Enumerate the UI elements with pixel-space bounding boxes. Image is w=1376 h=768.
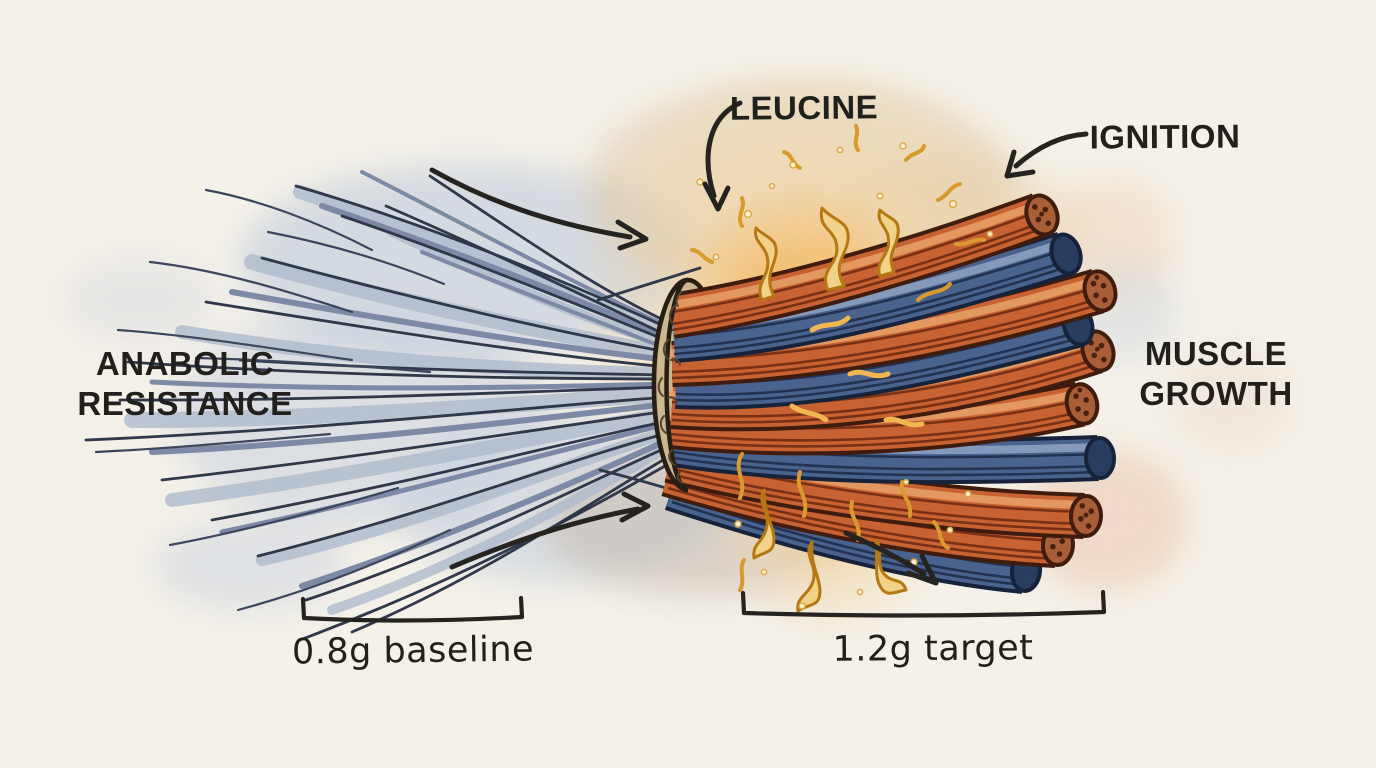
- muscle-growth-line2: GROWTH: [1139, 375, 1293, 412]
- anabolic-resistance-label: ANABOLIC RESISTANCE: [60, 344, 310, 424]
- ignition-label: IGNITION: [1065, 116, 1265, 157]
- anabolic-resistance-line1: ANABOLIC: [95, 345, 275, 382]
- muscle-growth-label: MUSCLE GROWTH: [1116, 334, 1316, 414]
- target-amount-text: 1.2g target: [832, 628, 1034, 670]
- target-amount-label: 1.2g target: [783, 628, 1083, 670]
- leucine-label: LEUCINE: [704, 87, 904, 129]
- muscle-growth-line1: MUSCLE: [1144, 335, 1288, 372]
- anabolic-resistance-line2: RESISTANCE: [77, 385, 293, 422]
- baseline-amount-label: 0.8g baseline: [263, 629, 563, 673]
- ignition-label-text: IGNITION: [1089, 117, 1241, 156]
- baseline-amount-text: 0.8g baseline: [291, 629, 535, 673]
- leucine-label-text: LEUCINE: [729, 88, 879, 127]
